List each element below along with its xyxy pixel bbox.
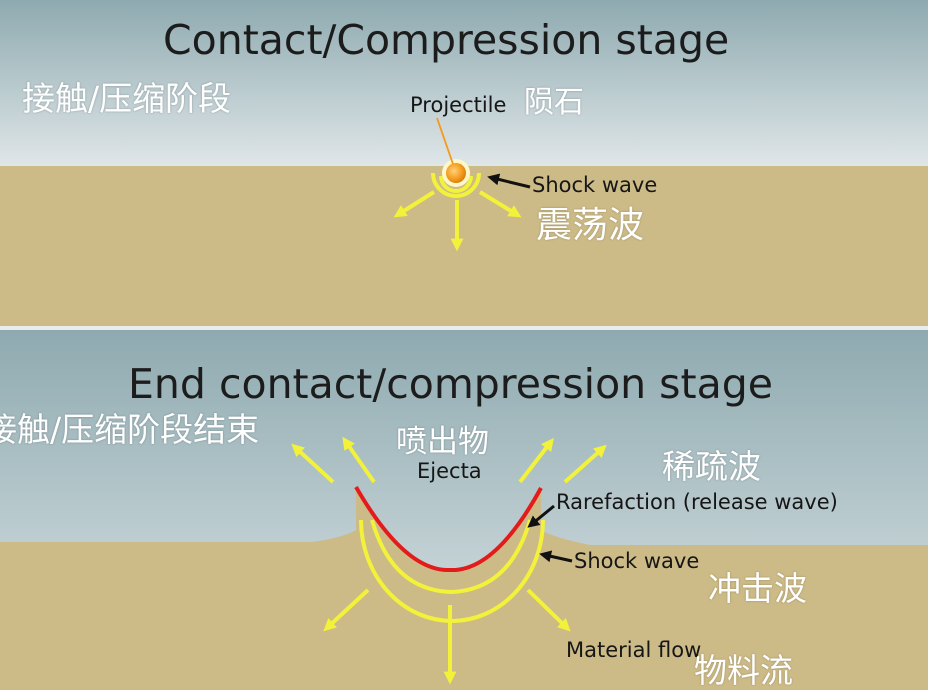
- top-projectile-leader-line: [436, 117, 454, 165]
- projectile-label: Projectile: [410, 93, 507, 117]
- projectile-label-zh: 陨石: [524, 85, 584, 120]
- ejecta-label-zh: 喷出物: [396, 424, 489, 460]
- top-shock-wave-label: Shock wave: [532, 173, 658, 197]
- rarefaction-leader-arrow: [527, 504, 555, 528]
- top-panel-title: Contact/Compression stage: [163, 16, 730, 64]
- bottom-rarefaction-curve: [354, 486, 543, 573]
- top-sky: [0, 0, 928, 166]
- ejecta-arrow-2: [342, 436, 376, 484]
- bottom-shock-wave-label: Shock wave: [574, 549, 700, 573]
- bottom-panel: [0, 330, 928, 690]
- ejecta-arrow-4: [563, 444, 607, 484]
- top-shock-wave-label-zh: 震荡波: [536, 205, 645, 246]
- rarefaction-label: Rarefaction (release wave): [556, 490, 838, 514]
- top-projectile: [446, 163, 466, 183]
- top-wave-arrow-right: [478, 190, 522, 218]
- material-flow-label-zh: 物料流: [694, 651, 793, 690]
- ejecta-label: Ejecta: [417, 459, 482, 483]
- bottom-shock-wave-arc-1: [370, 519, 532, 595]
- material-flow-arrow-right: [526, 588, 571, 632]
- top-shock-wave-outer-arc: [431, 172, 481, 198]
- bottom-shock-wave-leader-arrow: [539, 550, 573, 563]
- rarefaction-label-zh: 稀疏波: [662, 447, 761, 486]
- bottom-shock-wave-label-zh: 冲击波: [708, 569, 807, 608]
- panel-separator: [0, 326, 928, 330]
- ejecta-arrow-1: [291, 443, 335, 484]
- bottom-panel-title-zh: 接触/压缩阶段结束: [0, 410, 260, 449]
- ejecta-arrow-3: [518, 437, 554, 484]
- material-flow-arrow-left: [323, 588, 370, 632]
- bottom-panel-title: End contact/compression stage: [128, 360, 773, 408]
- top-wave-arrow-left: [393, 190, 436, 218]
- top-shock-wave-leader-arrow: [487, 173, 531, 189]
- top-panel-title-zh: 接触/压缩阶段: [22, 79, 232, 118]
- top-shock-wave-inner-arc: [439, 175, 473, 193]
- material-flow-label: Material flow: [566, 638, 702, 662]
- top-panel: [0, 0, 928, 326]
